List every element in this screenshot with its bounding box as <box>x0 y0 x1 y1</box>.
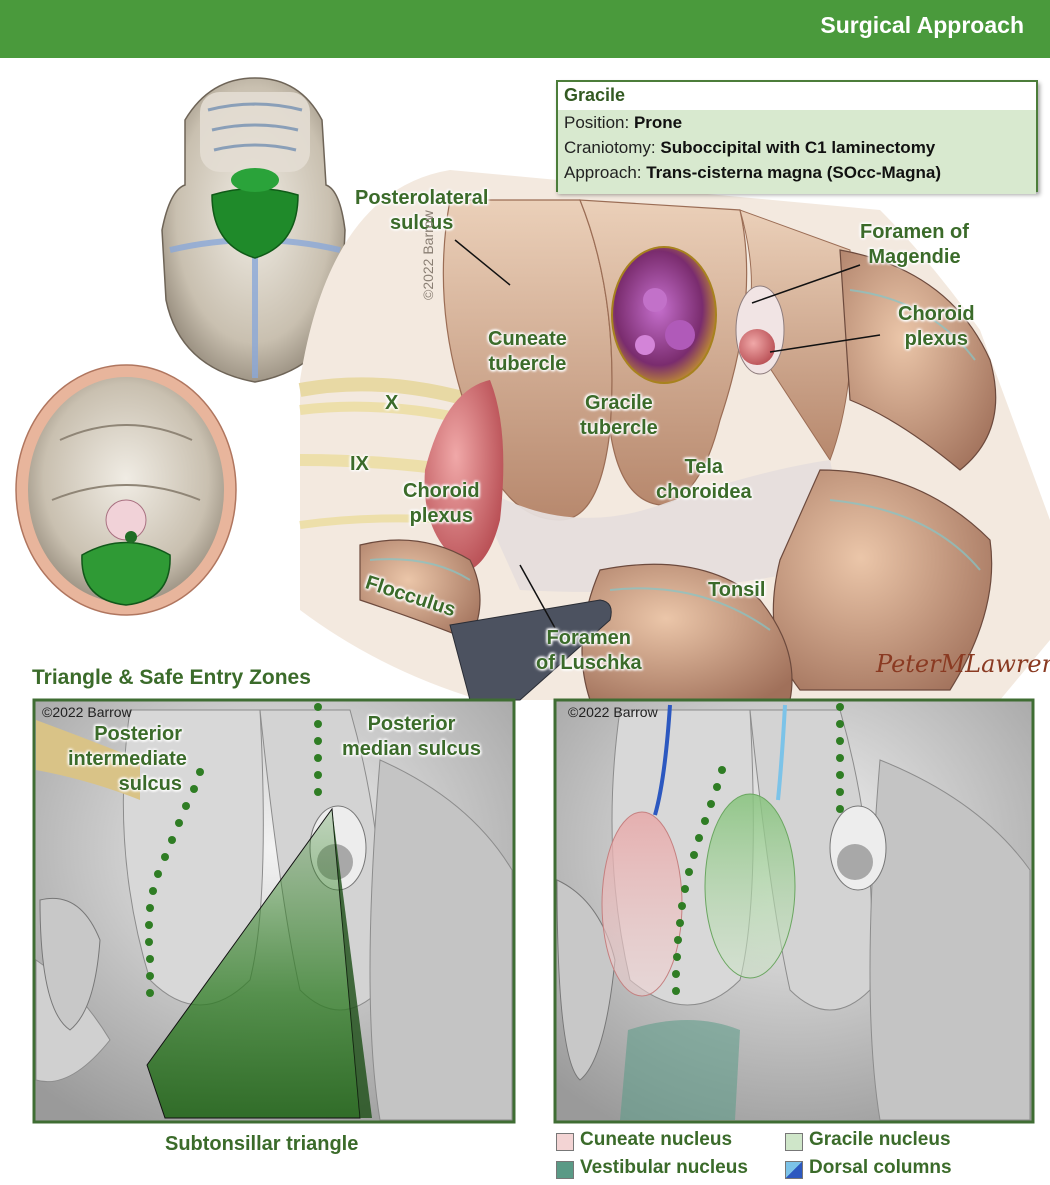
legend-swatch-vestibular <box>556 1161 574 1179</box>
label-gracile-tubercle: Gracile tubercle <box>580 391 658 441</box>
label-tonsil: Tonsil <box>708 579 766 601</box>
legend-swatch-gracile <box>785 1133 803 1151</box>
label-choroid-plexus-right: Choroid plexus <box>898 302 975 352</box>
header-bar: Surgical Approach <box>0 0 1050 58</box>
legend-swatch-cuneate <box>556 1133 574 1151</box>
label-line: tubercle <box>580 417 658 439</box>
label-line: of Luschka <box>536 652 642 674</box>
illustration <box>15 77 1050 1124</box>
label-line: Foramen of <box>860 221 969 243</box>
position-label: Position: <box>564 113 634 132</box>
approach-row: Approach: Trans-cisterna magna (SOcc-Mag… <box>564 160 1030 185</box>
info-box-title: Gracile <box>558 82 1036 110</box>
label-foramen-of-magendie: Foramen of Magendie <box>860 220 969 270</box>
right-panel-illustration <box>553 698 1035 1124</box>
craniotomy-value: Suboccipital with C1 laminectomy <box>660 138 936 157</box>
label-foramen-of-luschka: Foramen of Luschka <box>536 626 642 676</box>
craniotomy-row: Craniotomy: Suboccipital with C1 laminec… <box>564 135 1030 160</box>
left-panel-illustration <box>32 698 516 1124</box>
legend-vestibular-nucleus: Vestibular nucleus <box>580 1157 748 1178</box>
header-title: Surgical Approach <box>820 12 1024 38</box>
info-box-rows: Position: Prone Craniotomy: Suboccipital… <box>558 110 1036 194</box>
label-line: Gracile <box>584 392 653 414</box>
legend-dorsal-columns: Dorsal columns <box>809 1157 952 1178</box>
craniotomy-label: Craniotomy: <box>564 138 661 157</box>
label-posterior-intermediate-sulcus: Posterior intermediate sulcus <box>68 722 187 797</box>
approach-label: Approach: <box>564 163 647 182</box>
position-value: Prone <box>633 113 683 132</box>
section-title: Triangle & Safe Entry Zones <box>32 666 311 689</box>
label-line: Cuneate <box>488 328 567 350</box>
label-line: median sulcus <box>342 738 481 760</box>
label-line: Choroid <box>403 480 480 502</box>
artist-signature: PeterMLawrence <box>876 650 1050 678</box>
skull-base-view <box>15 364 237 616</box>
label-line: Magendie <box>868 246 961 268</box>
right-panel-copyright: ©2022 Barrow <box>568 704 658 720</box>
label-line: Choroid <box>898 303 975 325</box>
label-line: intermediate <box>68 748 187 770</box>
label-line: Foramen <box>546 627 632 649</box>
label-line: tubercle <box>488 353 567 375</box>
label-choroid-plexus-left: Choroid plexus <box>403 479 480 529</box>
top-art-copyright: ©2022 Barrow <box>420 210 436 300</box>
legend-cuneate-nucleus: Cuneate nucleus <box>580 1129 733 1150</box>
label-posterolateral-sulcus: Posterolateral sulcus <box>355 186 488 236</box>
approach-value: Trans-cisterna magna (SOcc-Magna) <box>646 163 941 182</box>
label-nerve-x: X <box>385 392 399 414</box>
label-line: plexus <box>409 505 473 527</box>
label-line: sulcus <box>390 212 454 234</box>
label-line: choroidea <box>656 481 752 503</box>
approach-info-box: Gracile Position: Prone Craniotomy: Subo… <box>556 80 1038 194</box>
skull-posterior-view <box>161 77 346 383</box>
label-posterior-median-sulcus: Posterior median sulcus <box>342 712 481 762</box>
label-line: Posterior <box>94 723 182 745</box>
caption-subtonsillar-triangle: Subtonsillar triangle <box>165 1133 359 1155</box>
legend-gracile-nucleus: Gracile nucleus <box>809 1129 951 1150</box>
position-row: Position: Prone <box>564 110 1030 135</box>
label-line: sulcus <box>118 773 182 795</box>
label-cuneate-tubercle: Cuneate tubercle <box>488 327 567 377</box>
label-line: Posterolateral <box>355 187 489 209</box>
left-panel-copyright: ©2022 Barrow <box>42 704 132 720</box>
label-line: plexus <box>904 328 968 350</box>
label-line: Posterior <box>367 713 456 735</box>
label-line: Tela <box>684 456 724 478</box>
label-nerve-ix: IX <box>350 453 369 475</box>
brainstem-illustration <box>298 170 1050 701</box>
label-tela-choroidea: Tela choroidea <box>656 455 752 505</box>
legend-swatch-dorsal <box>785 1161 803 1179</box>
